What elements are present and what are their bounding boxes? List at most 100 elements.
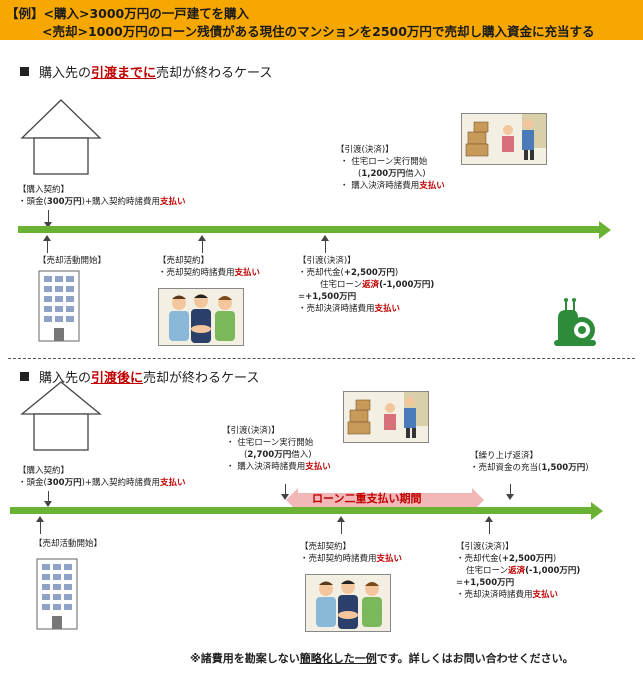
case1-purchase-handover-note: 【引渡(決済)】 ・ 住宅ローン実行開始 (1,200万円借入) ・ 購入決済時… [336,144,445,192]
case2-ph-l2-post: 借入) [291,450,312,460]
case1-ph-l2-post: 借入) [405,169,426,179]
case2-sh-l2-amount: (-1,000万円) [525,566,581,576]
case1-ph-l3-red: 支払い [419,181,445,191]
case1-sh-l2-amount: (-1,000万円) [379,280,435,290]
arrow-up-icon [198,235,206,241]
case2-title-highlight: 引渡後に [91,371,144,386]
case1-sh-line4: ・売却決済時諸費用支払い [298,303,434,315]
case2-pc-pre: ・頭金( [18,478,47,488]
case2-pc-red: 支払い [160,478,186,488]
case2-prepayment-note: 【繰り上げ返済】 ・売却資金の充当(1,500万円) [470,450,589,474]
case1-title-post: 売却が終わるケース [156,66,273,81]
banner-purchase-amount: 3000万円 [89,6,150,21]
case2-purchase-handover-note: 【引渡(決済)】 ・ 住宅ローン実行開始 (2,700万円借入) ・ 購入決済時… [222,425,331,473]
section-divider [8,358,635,359]
case2-title-pre: 購入先の [39,371,92,386]
case2-ph-l2-amount: 2,700万円 [247,450,292,460]
case1-sc-line: ・売却契約時諸費用支払い [158,267,260,279]
case2-sh-heading: 【引渡(決済)】 [456,542,514,552]
case2-sh-line4: ・売却決済時諸費用支払い [456,589,580,601]
banner-line-purchase: 【例】<購入>3000万円の一戸建てを購入 [6,3,249,22]
case2-pc-amount: 300万円 [46,478,82,488]
connector-line [510,484,511,496]
case2-ph-l3-pre: ・ 購入決済時諸費用 [226,462,306,472]
case1-ph-heading: 【引渡(決済)】 [336,145,394,155]
double-payment-band [286,488,484,512]
case2-sh-line2: 住宅ローン返済(-1,000万円) [456,565,580,577]
case2-ph-line1: ・ 住宅ローン実行開始 [226,438,314,448]
case2-purchase-contract-note: 【購入契約】 ・頭金(300万円)+購入契約時諸費用支払い [18,465,186,489]
case1-purchase-contract-heading: 【購入契約】 [18,185,70,195]
case2-sc-heading: 【売却契約】 [300,542,352,552]
case1-ph-l2-amount: 1,200万円 [361,169,406,179]
case2-sh-l2-red: 返済 [508,566,526,576]
case2-prepay-pre: ・売却資金の充当( [470,463,542,473]
case1-pc-amount: 300万円 [46,197,82,207]
disclaimer-note: ※諸費用を勘案しない簡略化した一例です。詳しくはお問い合わせください。 [190,650,574,666]
connector-line [47,241,48,253]
banner-sale-price: 2500万円 [372,24,432,39]
case1-sh-l4-red: 支払い [374,304,401,314]
case1-ph-l3-pre: ・ 購入決済時諸費用 [340,181,420,191]
case1-sh-l3-pre: = [298,292,306,302]
case2-title-post: 売却が終わるケース [143,371,260,386]
case1-sh-line1: ・売却代金(+2,500万円) [298,267,434,279]
case1-purchase-contract-note: 【購入契約】 ・頭金(300万円)+購入契約時諸費用支払い [18,184,186,208]
handshake-illustration [305,574,391,632]
banner-sale-prefix: <売却> [42,24,88,39]
case2-ph-line3: ・ 購入決済時諸費用支払い [222,461,331,473]
case1-sc-pre: ・売却契約時諸費用 [158,268,235,278]
case2-sh-l1-post: ) [552,554,557,564]
case1-sale-handover-note: 【引渡(決済)】 ・売却代金(+2,500万円) 住宅ローン返済(-1,000万… [298,255,434,315]
case2-timeline-bar [10,507,592,514]
case1-ph-line2: (1,200万円借入) [336,168,445,180]
case2-pc-heading: 【購入契約】 [18,466,70,476]
double-payment-label: ローン二重支払い期間 [312,492,422,505]
case2-prepay-amount: 1,500万円 [541,463,586,473]
arrow-up-icon [485,516,493,522]
moving-in-illustration [343,391,429,443]
case2-sc-pre: ・売却契約時諸費用 [300,554,377,564]
case1-ph-line3: ・ 購入決済時諸費用支払い [336,180,445,192]
case1-ph-line1: ・ 住宅ローン実行開始 [340,157,428,167]
case1-title-pre: 購入先の [39,66,92,81]
case1-title-highlight: 引渡までに [91,66,157,81]
banner-sale-loan-amount: 1000万円 [87,24,148,39]
arrow-down-icon [44,501,52,507]
snail-mascot-icon [554,298,596,346]
case1-sh-line3: =+1,500万円 [298,291,434,303]
case1-sh-l2-pre: 住宅ローン [320,280,363,290]
case2-sh-l3-amount: +1,500万円 [463,578,515,588]
arrow-up-icon [337,516,345,522]
bullet-square-icon [20,372,29,381]
case1-sh-l2-red: 返済 [362,280,380,290]
case1-sh-l4-pre: ・売却決済時諸費用 [298,304,375,314]
apartment-building-icon [36,558,78,630]
case2-prepay-heading: 【繰り上げ返済】 [470,451,539,461]
case2-sale-start-heading: 【売却活動開始】 [34,539,103,549]
case1-title: 購入先の引渡までに売却が終わるケース [20,62,272,81]
case2-sh-l1-amount: +2,500万円 [501,554,553,564]
connector-line [285,484,286,496]
case2-sh-line1: ・売却代金(+2,500万円) [456,553,580,565]
arrow-up-icon [36,516,44,522]
connector-line [325,241,326,253]
case1-sh-line2: 住宅ローン返済(-1,000万円) [298,279,434,291]
house-icon [20,99,102,175]
timeline-arrowhead-icon [591,502,603,520]
case2-ph-heading: 【引渡(決済)】 [222,426,280,436]
timeline-arrowhead-icon [599,221,611,239]
connector-line [489,522,490,534]
case1-sh-l1-pre: ・売却代金( [298,268,344,278]
case2-ph-l3-red: 支払い [305,462,331,472]
footer-underlined: 簡略化した一例 [299,652,377,665]
case2-prepay-line: ・売却資金の充当(1,500万円) [470,462,589,474]
arrow-down-icon [281,494,289,500]
footer-pre: ※諸費用を勘案しない [190,652,300,665]
case1-pc-mid: )+購入契約時諸費用 [81,197,161,207]
case2-sh-line3: =+1,500万円 [456,577,580,589]
case2-sh-l3-pre: = [456,578,464,588]
arrow-down-icon [44,222,52,228]
connector-line [48,491,49,503]
case2-title: 購入先の引渡後に売却が終わるケース [20,367,259,386]
